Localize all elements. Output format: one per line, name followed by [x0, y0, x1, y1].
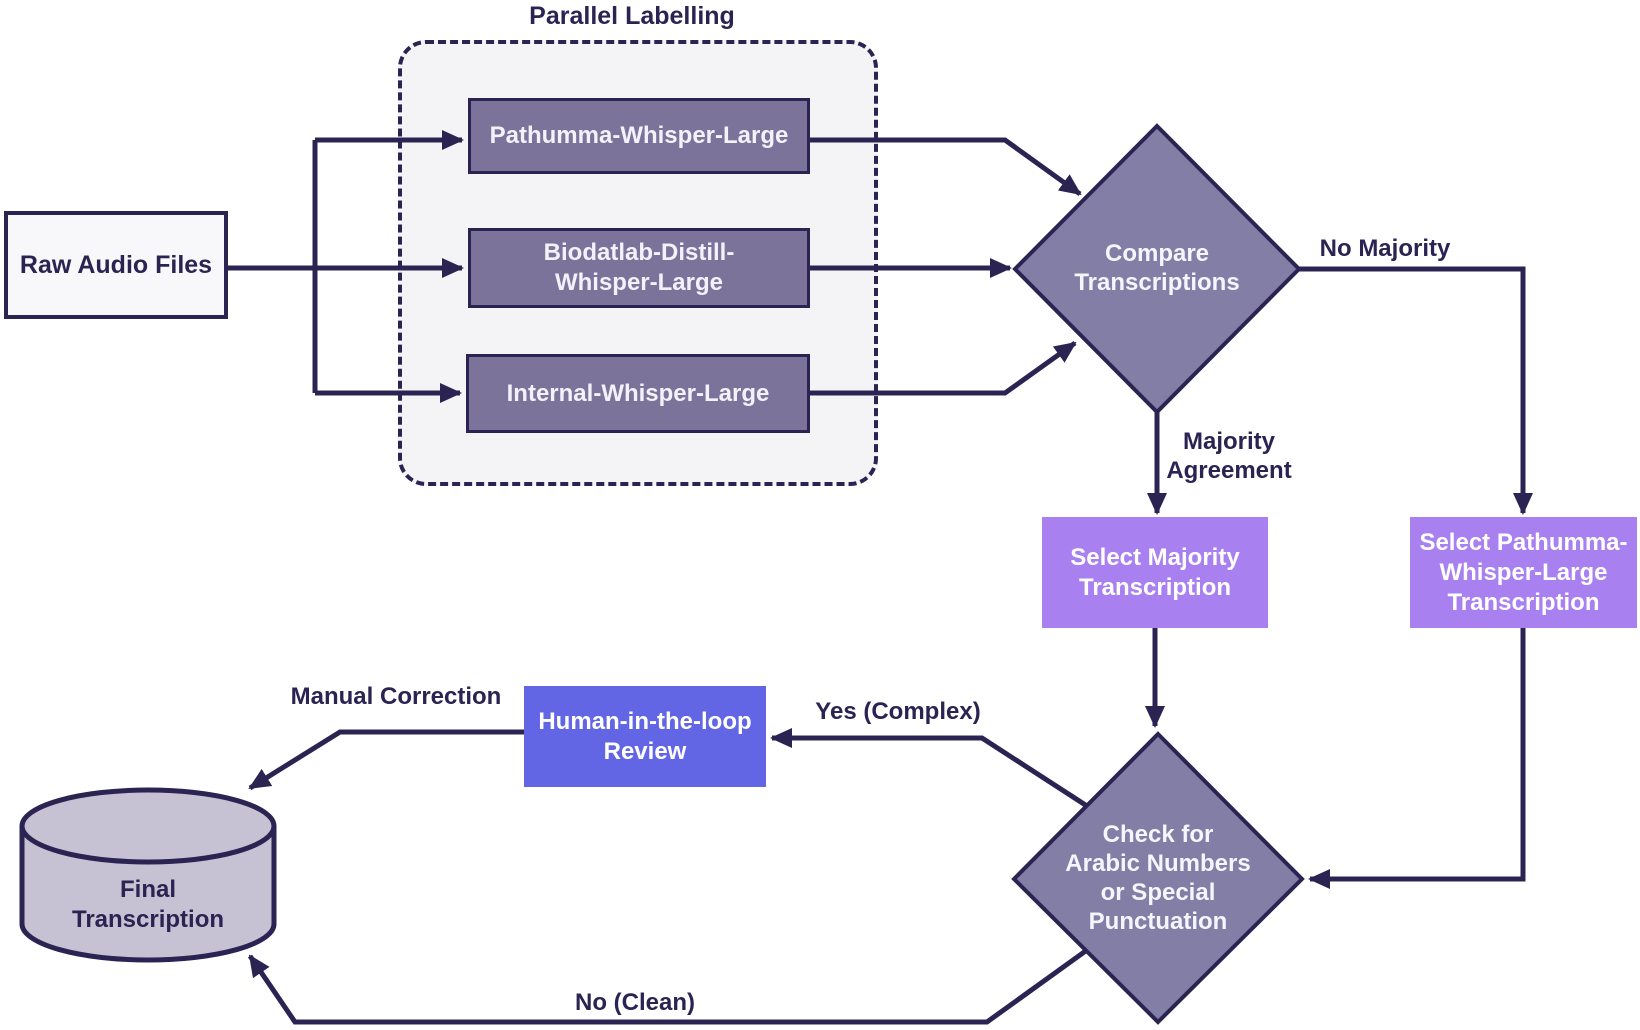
- internal-whisper-node: Internal-Whisper-Large: [466, 354, 810, 433]
- compare-transcriptions-label: Compare Transcriptions: [1074, 240, 1240, 296]
- final-transcription-label: Final Transcription: [71, 876, 225, 933]
- check-arabic-diamond: [1011, 731, 1305, 1025]
- majority-agreement-edge-label: Majority Agreement: [1166, 428, 1292, 484]
- select-pathumma-node: Select Pathumma- Whisper-Large Transcrip…: [1410, 517, 1637, 628]
- manual-correction-edge-label: Manual Correction: [290, 683, 502, 710]
- edge-manual-correction: [248, 729, 524, 791]
- flow-edges: [228, 130, 1533, 1025]
- edge-yes-complex: [770, 728, 1089, 809]
- parallel-labelling-title: Parallel Labelling: [529, 2, 735, 30]
- pathumma-whisper-node: Pathumma-Whisper-Large: [468, 98, 810, 174]
- edge-internal-to-compare: [810, 340, 1077, 396]
- select-majority-node: Select Majority Transcription: [1042, 517, 1268, 628]
- check-arabic-label: Check for Arabic Numbers or Special Punc…: [1065, 821, 1251, 935]
- edge-pathumma-to-compare: [810, 137, 1082, 197]
- final-transcription-cylinder: [19, 787, 277, 963]
- no-clean-edge-label: No (Clean): [575, 989, 695, 1016]
- edge-pathumma-select-to-check: [1308, 628, 1526, 889]
- biodatlab-distill-node: Biodatlab-Distill- Whisper-Large: [468, 228, 810, 308]
- no-majority-edge-label: No Majority: [1319, 235, 1451, 262]
- edge-no-clean: [247, 947, 1089, 1025]
- edge-no-majority: [1299, 266, 1533, 515]
- human-in-the-loop-node: Human-in-the-loop Review: [524, 686, 766, 787]
- raw-audio-files-node: Raw Audio Files: [4, 211, 228, 319]
- compare-transcriptions-diamond: [1012, 123, 1302, 415]
- yes-complex-edge-label: Yes (Complex): [815, 698, 981, 725]
